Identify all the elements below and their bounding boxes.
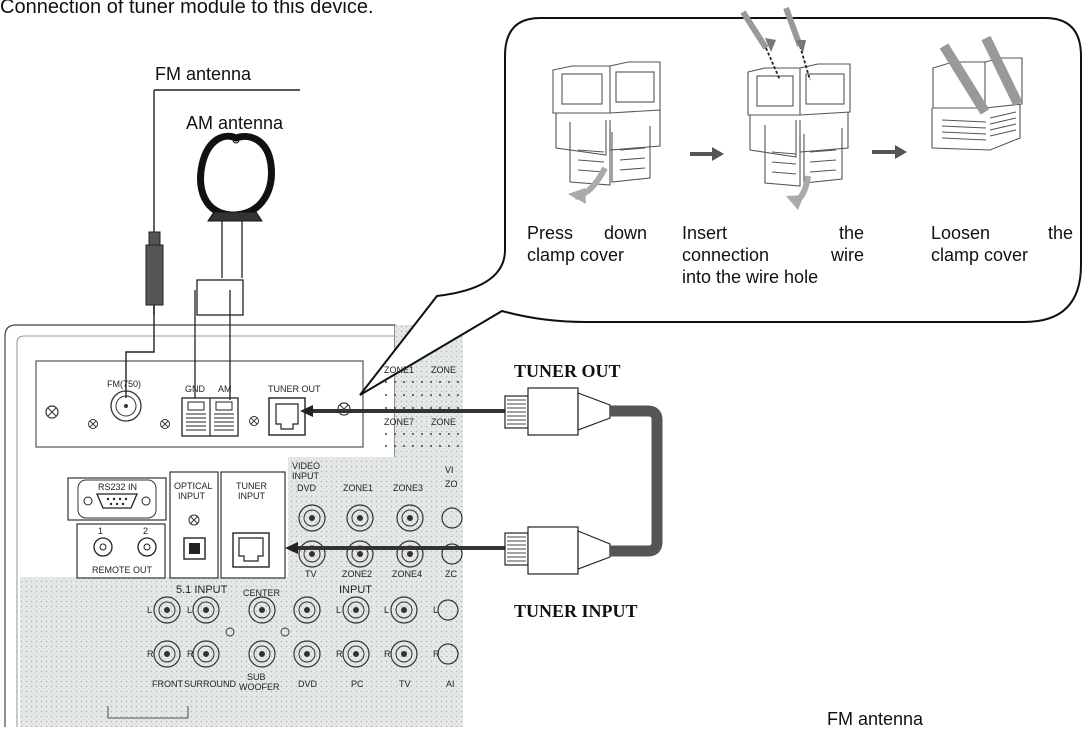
audio-input-jacks	[153, 596, 459, 668]
fm-antenna	[125, 89, 300, 398]
remote-2-label: 2	[143, 526, 149, 536]
tv-input-label: TV	[399, 679, 411, 689]
rs232-label: RS232 IN	[98, 482, 138, 492]
step-insert-wire: Insert the connection wire into the wire h…	[682, 222, 864, 288]
zone4-label: ZONE4	[392, 569, 423, 579]
channel-l-label: L	[433, 605, 439, 615]
channel-r-label: R	[433, 649, 440, 659]
tuner-input-port-label: TUNER	[236, 481, 267, 491]
clamp-callout-bubble	[359, 17, 1082, 396]
step-line: clamp cover	[527, 245, 625, 265]
am-label: AM	[218, 384, 232, 394]
step-word: Press	[527, 223, 574, 243]
surround-label: SURROUND	[184, 679, 237, 689]
tuner-out-port	[268, 397, 306, 436]
step-word: Insert	[682, 223, 728, 243]
step-press-down: Press down clamp cover	[527, 222, 647, 266]
step-word: connection	[682, 245, 770, 265]
zone1-label: ZONE1	[343, 483, 374, 493]
am-antenna-label: AM antenna	[186, 113, 284, 133]
tuner-patch-cable	[285, 387, 663, 575]
remote-out-label: REMOTE OUT	[92, 565, 152, 575]
step-word: down	[603, 223, 647, 243]
zc-label: ZC	[445, 569, 457, 579]
step-loosen-cover: Loosen the clamp cover	[931, 222, 1073, 266]
step-word: Loosen	[931, 223, 991, 243]
pc-input-label: PC	[351, 679, 364, 689]
channel-r-label: R	[147, 649, 154, 659]
dvd-label: DVD	[297, 483, 317, 493]
fm-antenna-label: FM antenna	[155, 64, 252, 84]
gnd-label: GND	[185, 384, 205, 394]
am-loop-antenna	[194, 132, 275, 400]
channel-r-label: R	[187, 649, 194, 659]
am-clamp-terminal	[181, 397, 239, 437]
tuner-input-port-label: INPUT	[238, 491, 265, 501]
zo-label: ZO	[445, 479, 458, 489]
channel-r-label: R	[384, 649, 391, 659]
header-text: Connection of tuner module to this devic…	[0, 0, 374, 18]
step-word: wire	[830, 245, 864, 265]
channel-l-label: L	[147, 605, 153, 615]
optical-label: INPUT	[178, 491, 205, 501]
step-line: clamp cover	[931, 245, 1029, 265]
zone3-label: ZONE3	[393, 483, 424, 493]
tuner-out-port-label: TUNER OUT	[268, 384, 321, 394]
tv-label: TV	[305, 569, 317, 579]
remote-1-label: 1	[98, 526, 104, 536]
video-input-label: INPUT	[292, 471, 319, 481]
step-line: into the wire hole	[682, 267, 819, 287]
optical-label: OPTICAL	[174, 481, 213, 491]
zone7-label: ZONE7	[384, 417, 415, 427]
control-ports-group	[67, 471, 286, 579]
channel-r-label: R	[336, 649, 343, 659]
zone-label: ZONE	[431, 365, 457, 375]
fm-antenna-bottom-label: FM antenna	[827, 709, 924, 729]
zone1-label: ZONE1	[384, 365, 415, 375]
vi-label: VI	[445, 465, 454, 475]
video-input-jacks	[298, 504, 463, 568]
subwoofer-label: SUB	[247, 672, 266, 682]
video-input-label: VIDEO	[292, 461, 321, 471]
tuner-out-label: TUNER OUT	[514, 361, 621, 381]
tuner-input-label: TUNER INPUT	[514, 601, 638, 621]
step-word: the	[1047, 223, 1073, 243]
dvd-input-label: DVD	[298, 679, 318, 689]
channel-l-label: L	[336, 605, 342, 615]
channel-l-label: L	[384, 605, 390, 615]
fm-port-label: FM(750)	[107, 379, 142, 389]
zone2-label: ZONE2	[342, 569, 373, 579]
clamp-illustration-step1	[552, 61, 661, 186]
zone-label: ZONE	[431, 417, 457, 427]
ai-input-label: AI	[446, 679, 455, 689]
clamp-illustration-step2	[747, 63, 851, 187]
input-label: INPUT	[339, 584, 372, 596]
center-label: CENTER	[243, 588, 281, 598]
channel-l-label: L	[187, 605, 193, 615]
front-label: FRONT	[152, 679, 183, 689]
zone-terminal-grid	[385, 381, 459, 447]
step-word: the	[838, 223, 864, 243]
input-51-label: 5.1 INPUT	[176, 584, 228, 596]
subwoofer-label: WOOFER	[239, 682, 280, 692]
